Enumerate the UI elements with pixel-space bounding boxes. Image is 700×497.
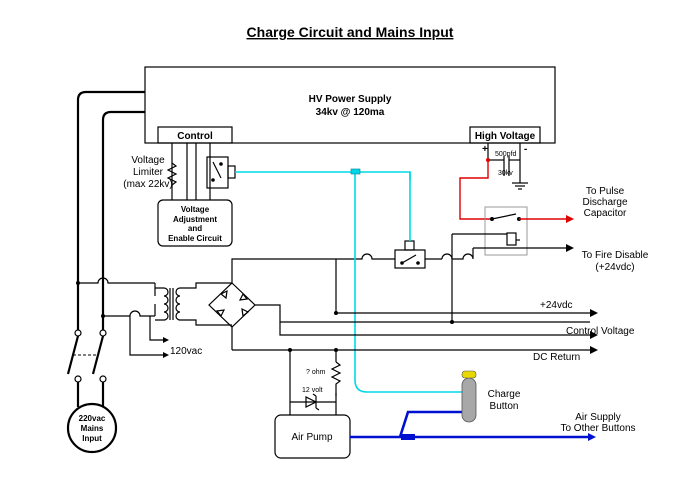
- hv-plus-label: +: [482, 144, 488, 155]
- mains-switch-right-blade: [91, 335, 105, 375]
- control-label: Control: [177, 131, 213, 142]
- pulse-arrow: [566, 215, 574, 223]
- tap-120-arrow-2: [163, 352, 169, 358]
- air-tube-junction: [401, 434, 415, 440]
- relay-dot-1: [219, 162, 223, 166]
- tx-junction-1: [76, 281, 80, 285]
- wire-hop-1: [441, 253, 453, 260]
- fire-disable-arrow: [566, 244, 574, 252]
- tx-primary-coil: [163, 287, 169, 321]
- tx-secondary-leads: [180, 282, 232, 326]
- label-control-voltage: Control Voltage: [566, 326, 635, 337]
- voltage-limiter-resistor: [166, 162, 178, 186]
- diagram-title: Charge Circuit and Mains Input: [247, 24, 454, 40]
- mains-line1: 220vac: [79, 414, 106, 423]
- mains-wire-left: [76, 90, 145, 330]
- fire-line1: To Fire Disable: [582, 250, 649, 261]
- pulse-line2: Discharge: [582, 197, 627, 208]
- mains-switch-left-bottom: [74, 375, 82, 383]
- voltage-limiter-line2: Limiter: [133, 167, 164, 178]
- hv-minus-label: -: [524, 144, 527, 155]
- mains-line3: Input: [82, 434, 102, 443]
- arrow-24vdc: [590, 309, 598, 317]
- tap-120-wire-2: [129, 316, 165, 356]
- cyan-junction: [350, 168, 361, 175]
- voltage-limiter-line1: Voltage: [131, 155, 165, 166]
- arrow-dc-return: [590, 346, 598, 354]
- voltage-adjustment-box: [157, 199, 233, 247]
- hv-relay-box: [484, 206, 528, 256]
- transformer-tap-label: 120vac: [170, 346, 202, 357]
- zener-label: 12 volt: [302, 387, 323, 394]
- air-pump-label: Air Pump: [291, 432, 333, 443]
- pulse-line3: Capacitor: [584, 208, 627, 219]
- bus-control-voltage: [255, 304, 590, 323]
- tx-junction-2: [101, 314, 105, 318]
- bridge-diodes: [215, 289, 250, 318]
- mains-switch-left-top: [74, 329, 82, 337]
- relay-dot-2: [211, 178, 215, 182]
- charge-relay-dot-2: [416, 261, 420, 265]
- charge-button[interactable]: [461, 377, 477, 423]
- fire-line2: (+24vdc): [595, 262, 634, 273]
- hv-supply-name: HV Power Supply: [309, 94, 392, 105]
- tx-primary-top: [78, 277, 155, 284]
- cap-voltage: 30kv: [498, 170, 513, 177]
- adjust-line2: Adjustment: [173, 215, 217, 224]
- tap-120-wire: [149, 316, 165, 341]
- mains-line2: Mains: [81, 424, 104, 433]
- arrow-control-voltage: [590, 331, 598, 339]
- label-24vdc: +24vdc: [540, 300, 573, 311]
- dot-24vdc-1: [334, 311, 338, 315]
- tx-primary-leads: [155, 287, 164, 321]
- control-relay-coil: [227, 165, 236, 179]
- mains-wire-right: [101, 110, 145, 330]
- charge-relay-coil: [404, 240, 415, 251]
- air-supply-line2: To Other Buttons: [560, 423, 635, 434]
- tx-primary-bottom-b: [129, 310, 155, 317]
- control-cyan-wire-1: [235, 171, 411, 241]
- air-tube: [350, 410, 590, 439]
- adjust-line4: Enable Circuit: [168, 234, 222, 243]
- bus-control-voltage-out: [279, 322, 590, 336]
- charge-button-line1: Charge: [488, 389, 521, 400]
- air-supply-line1: Air Supply: [575, 412, 621, 423]
- high-voltage-label: High Voltage: [475, 131, 536, 142]
- air-supply-arrow: [588, 433, 596, 441]
- high-voltage-section-box: [469, 126, 541, 144]
- bridge-plus-wire: [231, 258, 336, 283]
- adjust-line1: Voltage: [181, 205, 210, 214]
- pulse-line1: To Pulse: [586, 186, 625, 197]
- zener-bar: [312, 393, 320, 411]
- hv-relay-blade: [491, 213, 517, 220]
- hv-power-supply-box: [144, 66, 556, 144]
- relay-left-wire: [336, 253, 395, 260]
- charge-relay-blade: [401, 254, 417, 264]
- mains-switch-right-top: [99, 329, 107, 337]
- charge-button-line2: Button: [490, 401, 519, 412]
- resistor-label: ? ohm: [306, 369, 326, 376]
- bridge-rectifier: [208, 282, 256, 328]
- hv-relay-coil: [506, 232, 517, 246]
- hv-red-wire: [459, 160, 490, 220]
- label-dc-return: DC Return: [533, 352, 580, 363]
- voltage-limiter-line3: (max 22kv): [123, 179, 172, 190]
- zener-diode: [305, 396, 318, 408]
- hv-red-dot: [486, 158, 490, 162]
- adjust-line3: and: [188, 224, 202, 233]
- hv-supply-rating: 34kv @ 120ma: [316, 107, 385, 118]
- mains-input-circle: [66, 402, 118, 454]
- control-cyan-wire-2: [354, 172, 462, 393]
- cap-value: 500pfd: [495, 151, 517, 158]
- tx-secondary-coil: [175, 287, 181, 321]
- charge-button-cap: [461, 370, 477, 379]
- wire-hop-2: [452, 248, 474, 260]
- control-section-box: [157, 126, 233, 144]
- pump-resistor: [330, 361, 342, 396]
- control-relay-contact: [212, 161, 222, 179]
- tap-120-arrow: [163, 337, 169, 343]
- mains-switch-right-bottom: [99, 375, 107, 383]
